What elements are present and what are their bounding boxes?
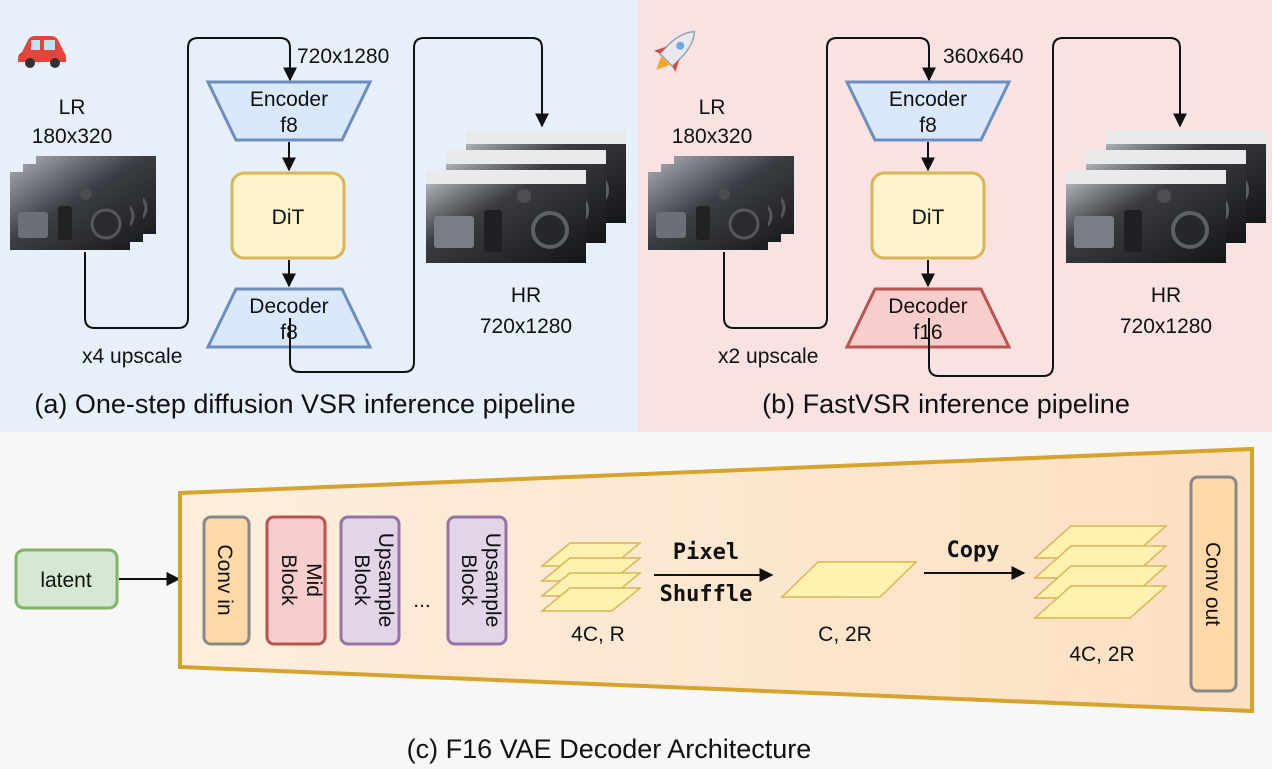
panel-b-output-connector <box>928 37 1187 377</box>
mid-block-line-2: Block <box>277 554 300 606</box>
panel-b-encoder-factor: f8 <box>919 114 937 137</box>
pixel-shuffle-label-2: Shuffle <box>660 582 753 607</box>
upsample-block-2-line-2: Block <box>457 554 480 606</box>
conv-out-label: Conv out <box>1201 542 1224 626</box>
car-icon <box>18 36 66 68</box>
panel-b-hr-size: 720x1280 <box>1120 315 1212 338</box>
panel-a-hr-label: HR <box>511 284 541 307</box>
panel-a-encoder: Encoder f8 <box>205 80 373 142</box>
feature-stack-4c-2r <box>1033 525 1168 619</box>
panel-a-hr-size: 720x1280 <box>480 315 572 338</box>
copy-label: Copy <box>947 538 1000 563</box>
panel-b-encoder-label: Encoder <box>889 88 967 111</box>
panel-b-lr-size: 180x320 <box>672 125 753 148</box>
vae-decoder-outline <box>178 446 1254 714</box>
panel-a-encoder-factor: f8 <box>280 114 298 137</box>
panel-a-dit: DiT <box>230 171 346 260</box>
panel-b-encoder: Encoder f8 <box>844 80 1012 142</box>
panel-b-lr-label: LR <box>699 96 726 119</box>
panel-a-top-size: 720x1280 <box>297 45 389 68</box>
feature-4c-2r-label: 4C, 2R <box>1069 643 1134 666</box>
panel-b-top-size: 360x640 <box>943 45 1024 68</box>
conv-in-block: Conv in <box>202 515 251 646</box>
upsample-block-1-line-2: Block <box>350 554 373 606</box>
upsample-block-1-line-1: Upsample <box>374 533 397 628</box>
conv-in-label: Conv in <box>213 544 236 615</box>
panel-b-input-connector <box>723 37 936 329</box>
panel-b-hr-label: HR <box>1151 284 1181 307</box>
feature-c-2r-label: C, 2R <box>818 623 872 646</box>
panel-a-decoder-label: Decoder <box>249 295 328 318</box>
panel-a-output-connector <box>289 37 549 373</box>
mid-block-line-1: Mid <box>302 563 325 597</box>
panel-a-dit-label: DiT <box>272 206 305 229</box>
panel-c-caption: (c) F16 VAE Decoder Architecture <box>407 734 812 764</box>
panel-b-upscale-label: x2 upscale <box>718 345 818 368</box>
panel-a-lr-frames <box>8 154 158 252</box>
rocket-icon <box>654 30 696 72</box>
upsample-block-2-line-1: Upsample <box>481 533 504 628</box>
feature-stack-4c-r <box>539 542 643 612</box>
panel-b-caption: (b) FastVSR inference pipeline <box>762 389 1130 419</box>
panel-a-lr-size: 180x320 <box>32 125 113 148</box>
conv-out-block: Conv out <box>1189 475 1238 693</box>
panel-a-upscale-label: x4 upscale <box>82 345 182 368</box>
upsample-block-1: Upsample Block <box>339 515 401 646</box>
upsample-block-2: Upsample Block <box>446 515 508 646</box>
panel-a-caption: (a) One-step diffusion VSR inference pip… <box>34 389 575 419</box>
mid-block: Mid Block <box>265 515 327 646</box>
pixel-shuffle-label-1: Pixel <box>673 540 739 565</box>
panel-b-decoder-label: Decoder <box>888 295 967 318</box>
latent-block: latent <box>14 548 119 610</box>
panel-b-dit-label: DiT <box>912 206 945 229</box>
ellipsis: ... <box>413 589 431 612</box>
panel-a-lr-label: LR <box>59 96 86 119</box>
panel-b-lr-frames <box>646 154 796 252</box>
latent-label: latent <box>40 569 92 592</box>
panel-a-input-connector <box>84 37 297 329</box>
panel-b-dit: DiT <box>870 171 986 260</box>
feature-c-2r <box>780 561 918 598</box>
feature-4c-r-label: 4C, R <box>571 623 625 646</box>
panel-a-encoder-label: Encoder <box>250 88 328 111</box>
